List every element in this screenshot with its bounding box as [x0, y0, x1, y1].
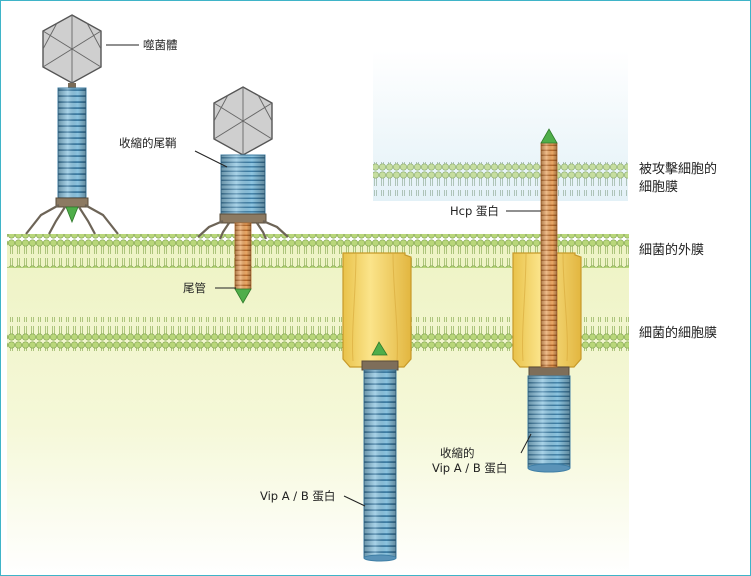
- label-inner-membrane: 細菌的細胞膜: [639, 326, 718, 341]
- phage-tip: [65, 206, 79, 224]
- t6ss-contracted: [512, 128, 582, 473]
- label-contracted-vip-line2: Vip A / B 蛋白: [432, 461, 508, 475]
- leader-lines: [106, 44, 541, 507]
- label-vip-ab-protein: Vip A / B 蛋白: [260, 489, 336, 503]
- label-bacteriophage: 噬菌體: [143, 38, 178, 52]
- label-hcp-protein: Hcp 蛋白: [450, 204, 499, 218]
- tip-spike: [371, 341, 388, 356]
- label-contracted-sheath: 收縮的尾鞘: [119, 136, 177, 150]
- label-target-membrane-line1: 被攻擊細胞的: [639, 162, 718, 177]
- label-target-membrane-line2: 細胞膜: [639, 180, 679, 195]
- label-tail-tube: 尾管: [183, 281, 206, 295]
- label-contracted-vip-line1: 收縮的: [440, 446, 475, 460]
- phage-tail-fibers: [25, 204, 119, 235]
- t6ss-extended: [342, 252, 412, 562]
- tip-spike: [540, 128, 558, 144]
- phage-contracted: [197, 86, 289, 304]
- label-outer-membrane: 細菌的外膜: [639, 243, 705, 258]
- phage-extended: [25, 14, 119, 235]
- target-cell-membrane: [373, 162, 628, 196]
- phage-tip: [234, 288, 252, 304]
- phage-tail-fibers: [197, 219, 289, 240]
